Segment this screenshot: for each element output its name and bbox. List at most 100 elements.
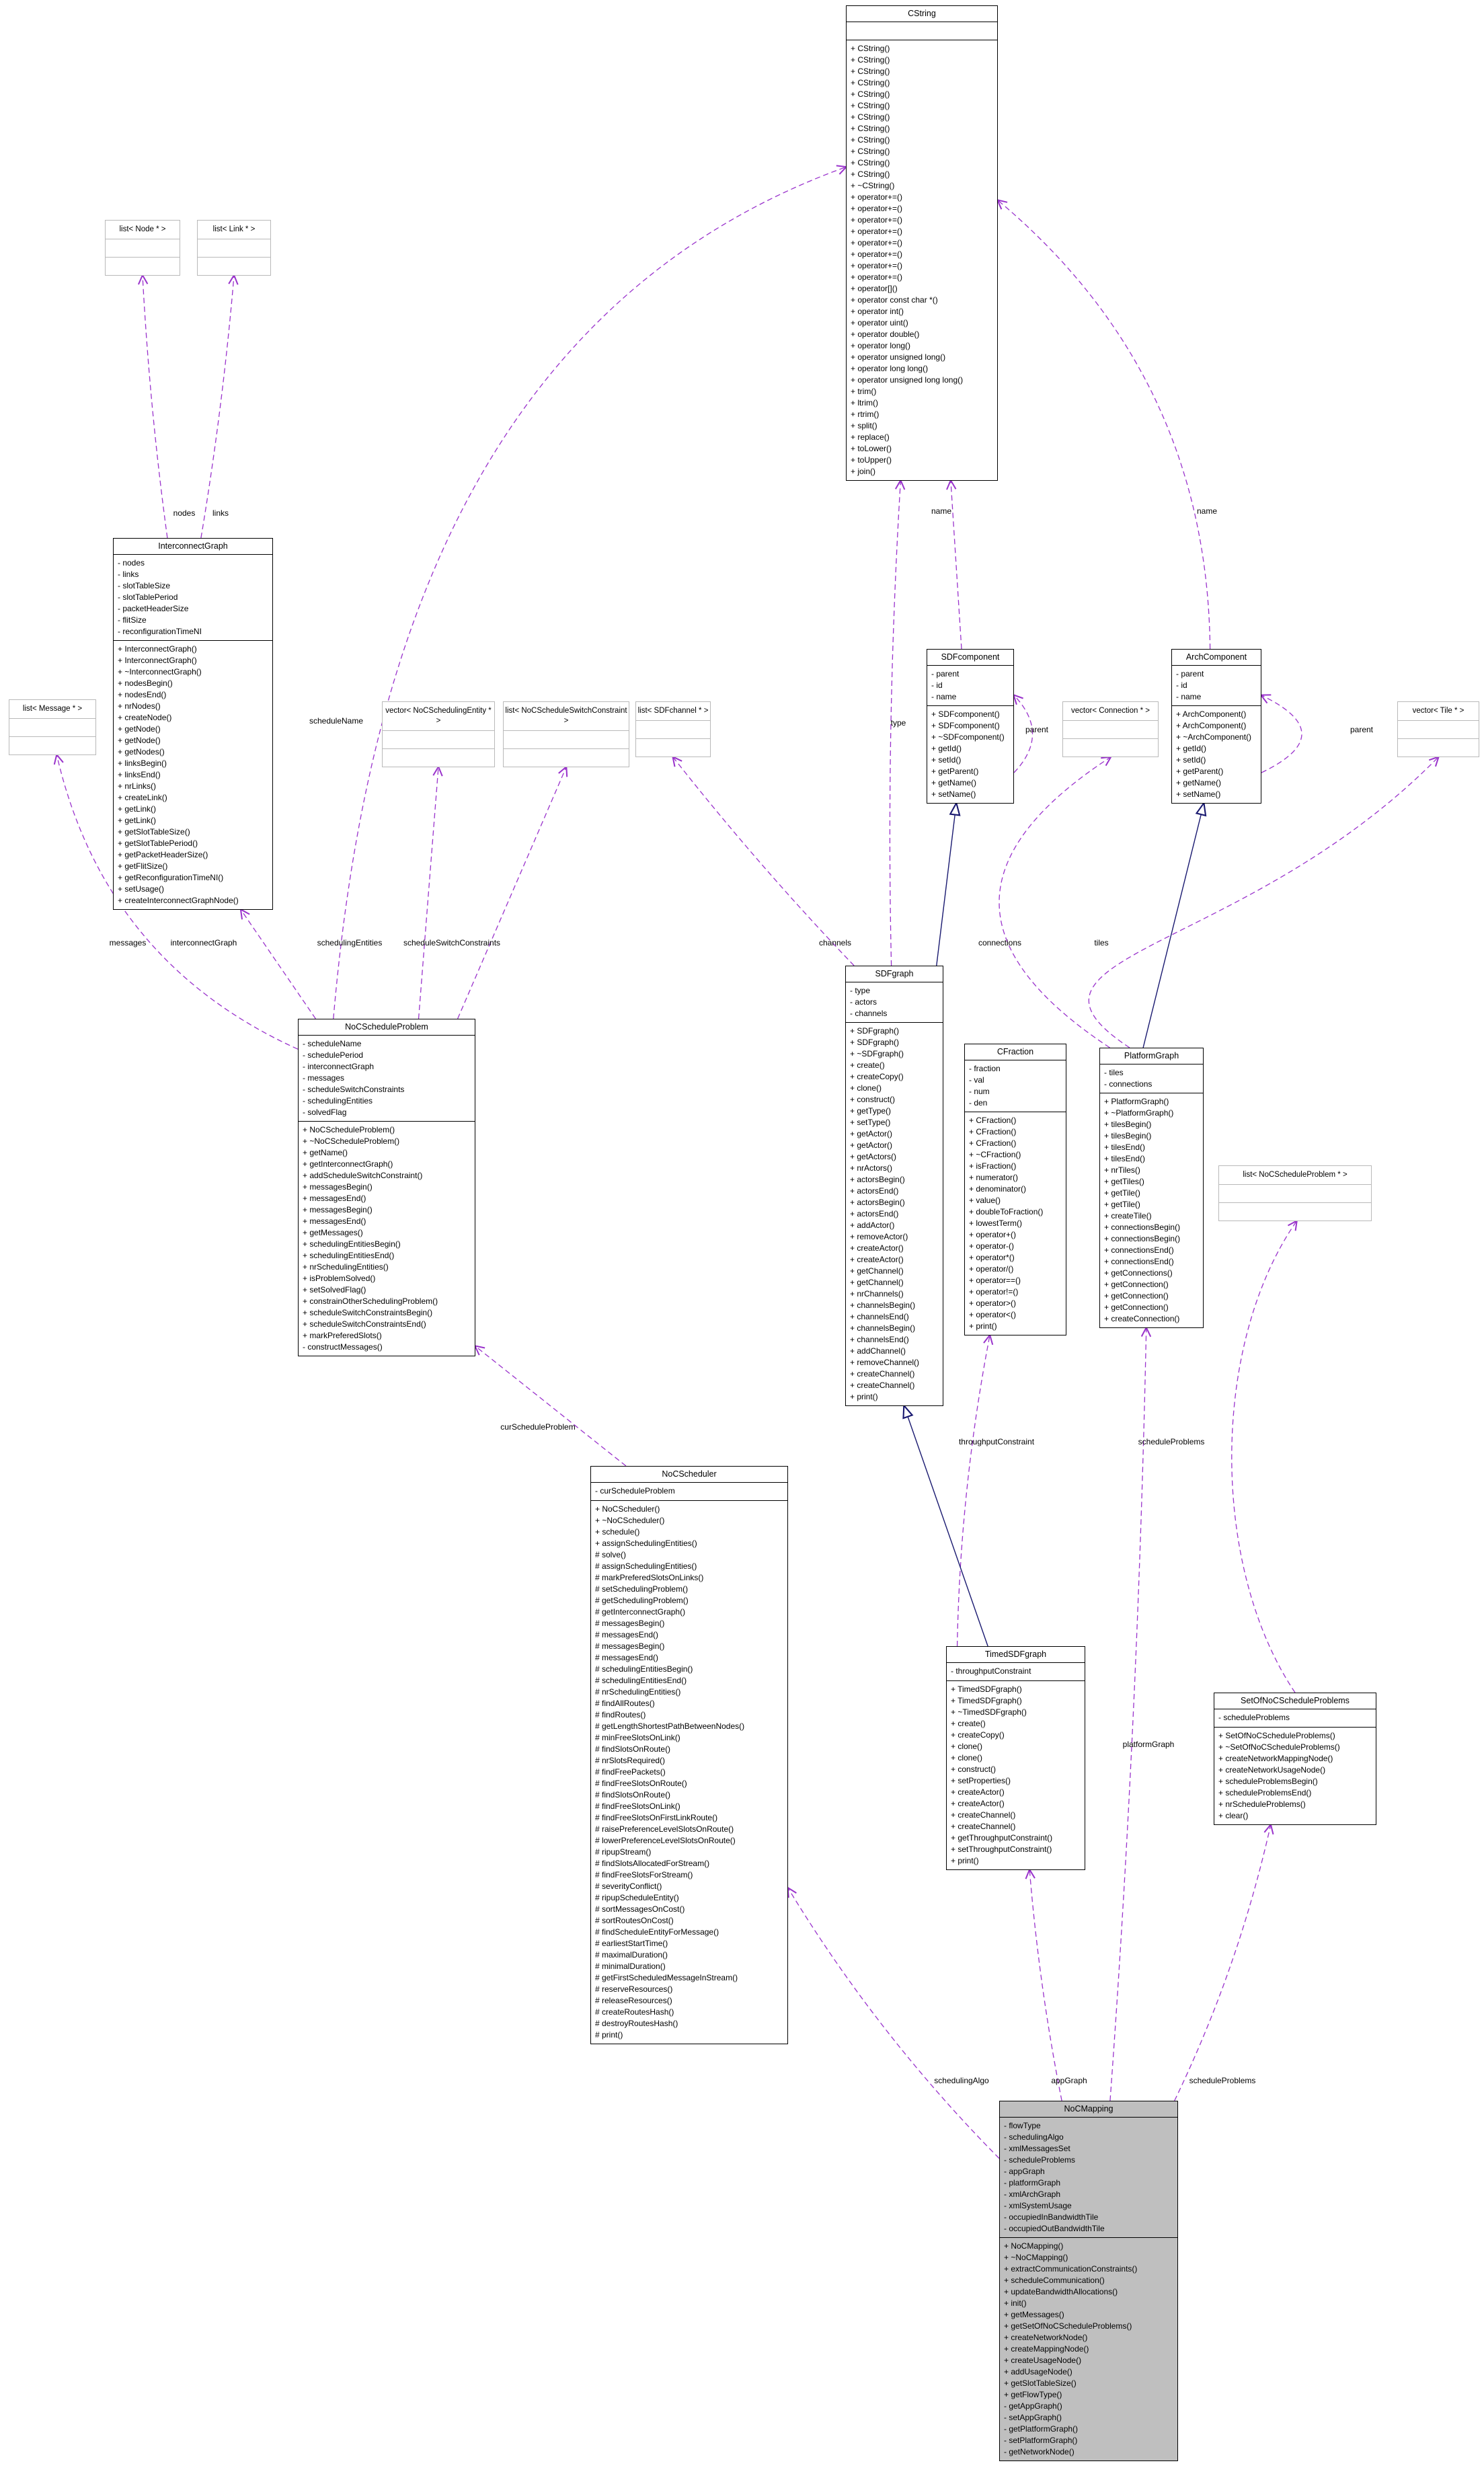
method: + operator unsigned long() xyxy=(851,352,946,362)
method: + getName() xyxy=(303,1148,348,1157)
method: + nrActors() xyxy=(850,1163,893,1173)
method: + print() xyxy=(969,1321,997,1331)
attribute: - parent xyxy=(931,669,960,679)
method: + ~SDFcomponent() xyxy=(931,732,1005,742)
method: + channelsBegin() xyxy=(850,1323,916,1333)
method: + actorsBegin() xyxy=(850,1175,905,1184)
method: + schedulingEntitiesEnd() xyxy=(303,1251,395,1260)
method: + operator+=() xyxy=(851,261,903,270)
method: + createChannel() xyxy=(850,1369,915,1379)
method: + getReconfigurationTimeNI() xyxy=(118,873,224,882)
method: + getType() xyxy=(850,1106,892,1116)
method: + isProblemSolved() xyxy=(303,1274,376,1283)
method: + construct() xyxy=(951,1765,997,1774)
class-title-nocscheduler[interactable]: NoCScheduler xyxy=(591,1467,787,1483)
methods-section: + PlatformGraph()+ ~PlatformGraph()+ til… xyxy=(1100,1093,1203,1327)
method: + ~NoCMapping() xyxy=(1004,2253,1068,2262)
method: + isFraction() xyxy=(969,1161,1017,1171)
method: + CString() xyxy=(851,147,890,156)
method: # getLengthShortestPathBetweenNodes() xyxy=(595,1721,745,1731)
class-title-cfraction[interactable]: CFraction xyxy=(965,1044,1066,1060)
class-box-cstring[interactable]: CString + CString() + CString() + CString()… xyxy=(846,5,998,481)
attribute: - tiles xyxy=(1104,1068,1124,1077)
attribute: - reconfigurationTimeNI xyxy=(118,627,202,636)
class-title-listnocsp: list< NoCScheduleProblem * > xyxy=(1219,1166,1371,1185)
class-box-setnocsp[interactable]: SetOfNoCScheduleProblems- scheduleProble… xyxy=(1214,1693,1376,1825)
class-box-sdfcomp[interactable]: SDFcomponent- parent- id- name+ SDFcompo… xyxy=(927,649,1014,804)
class-title-timedsdf[interactable]: TimedSDFgraph xyxy=(947,1647,1085,1663)
class-box-timedsdf[interactable]: TimedSDFgraph- throughputConstraint+ Tim… xyxy=(946,1646,1085,1870)
method: + removeChannel() xyxy=(850,1358,920,1367)
class-box-nocsp[interactable]: NoCScheduleProblem - scheduleName - schedu… xyxy=(298,1019,475,1356)
methods-section: + SDFgraph()+ SDFgraph()+ ~SDFgraph()+ c… xyxy=(846,1023,943,1405)
method: + scheduleCommunication() xyxy=(1004,2276,1105,2285)
class-box-nocmapping[interactable]: NoCMapping- flowType- schedulingAlgo- xm… xyxy=(999,2101,1178,2461)
method: + operator+=() xyxy=(851,192,903,202)
method: + print() xyxy=(850,1392,878,1401)
method: + connectionsEnd() xyxy=(1104,1245,1174,1255)
class-title-cstring[interactable]: CString xyxy=(847,6,997,22)
method: # ripupScheduleEntity() xyxy=(595,1893,679,1902)
attribute: - scheduleSwitchConstraints xyxy=(303,1085,405,1094)
method: # severityConflict() xyxy=(595,1882,662,1891)
edge-label-schedulingEntities: schedulingEntities xyxy=(317,938,383,947)
class-title-setnocsp[interactable]: SetOfNoCScheduleProblems xyxy=(1214,1693,1376,1709)
class-title-listswc: list< NoCScheduleSwitchConstraint > xyxy=(504,702,629,731)
method: + createActor() xyxy=(951,1799,1005,1808)
method: + getConnections() xyxy=(1104,1268,1173,1278)
edge-label-messages: messages xyxy=(109,938,147,947)
method: # schedulingEntitiesEnd() xyxy=(595,1676,687,1685)
method: + operator+=() xyxy=(851,238,903,247)
class-title-sdfgraph[interactable]: SDFgraph xyxy=(846,966,943,982)
class-box-vecconn: vector< Connection * > xyxy=(1062,701,1159,757)
class-title-sdfcomp[interactable]: SDFcomponent xyxy=(927,650,1013,666)
method: + schedulingEntitiesBegin() xyxy=(303,1239,401,1249)
method: + assignSchedulingEntities() xyxy=(595,1539,697,1548)
class-box-archcomp[interactable]: ArchComponent- parent- id- name+ ArchCom… xyxy=(1171,649,1261,804)
class-title-nocsp[interactable]: NoCScheduleProblem xyxy=(299,1019,475,1036)
class-box-icg[interactable]: InterconnectGraph- nodes- links- slotTab… xyxy=(113,538,273,910)
class-title-icg[interactable]: InterconnectGraph xyxy=(114,539,272,555)
usage-edge xyxy=(57,755,299,1050)
method: + NoCScheduleProblem() xyxy=(303,1125,395,1134)
usage-edge xyxy=(788,1888,1000,2159)
method: # messagesBegin() xyxy=(595,1641,665,1651)
method: + getName() xyxy=(931,778,977,787)
method: + ~SetOfNoCScheduleProblems() xyxy=(1218,1742,1340,1752)
method: + nrChannels() xyxy=(850,1289,904,1299)
method: + create() xyxy=(850,1060,885,1070)
method: + CString() xyxy=(851,44,890,53)
class-box-platformgraph[interactable]: PlatformGraph- tiles- connections+ Platf… xyxy=(1099,1048,1204,1328)
edge-label-appGraph: appGraph xyxy=(1051,2076,1087,2085)
method: # reserveResources() xyxy=(595,1984,673,1994)
attribute: - num xyxy=(969,1087,990,1096)
method: + CString() xyxy=(851,158,890,167)
method: + clear() xyxy=(1218,1811,1249,1820)
method: # nrSlotsRequired() xyxy=(595,1756,666,1765)
edge-label-tiles: tiles xyxy=(1094,938,1109,947)
edge-label-interconnectGraph: interconnectGraph xyxy=(170,938,237,947)
class-box-nocscheduler[interactable]: NoCScheduler- curScheduleProblem+ NoCSch… xyxy=(590,1466,788,2044)
method: + createNode() xyxy=(118,713,172,722)
usage-edge xyxy=(333,167,846,1019)
method: + trim() xyxy=(851,387,877,396)
method: + setThroughputConstraint() xyxy=(951,1845,1052,1854)
class-title-archcomp[interactable]: ArchComponent xyxy=(1172,650,1261,666)
method: + messagesEnd() xyxy=(303,1216,366,1226)
empty-attributes-section xyxy=(1219,1185,1371,1203)
attribute: - xmlSystemUsage xyxy=(1004,2201,1072,2210)
method: - constructMessages() xyxy=(303,1342,383,1352)
class-box-cfraction[interactable]: CFraction- fraction- val- num- den+ CFra… xyxy=(964,1044,1066,1335)
method: + nrTiles() xyxy=(1104,1165,1140,1175)
method: + connectionsEnd() xyxy=(1104,1257,1174,1266)
method: + operator+=() xyxy=(851,249,903,259)
class-title-nocmapping[interactable]: NoCMapping xyxy=(1000,2101,1177,2118)
class-box-sdfgraph[interactable]: SDFgraph- type- actors- channels+ SDFgra… xyxy=(845,966,943,1406)
attribute: - scheduleName xyxy=(303,1039,362,1048)
method: # messagesEnd() xyxy=(595,1630,659,1639)
method: + clone() xyxy=(951,1742,983,1751)
method: + CString() xyxy=(851,101,890,110)
class-title-platformgraph[interactable]: PlatformGraph xyxy=(1100,1048,1203,1064)
attribute: - parent xyxy=(1176,669,1204,679)
attribute: - curScheduleProblem xyxy=(595,1486,675,1496)
